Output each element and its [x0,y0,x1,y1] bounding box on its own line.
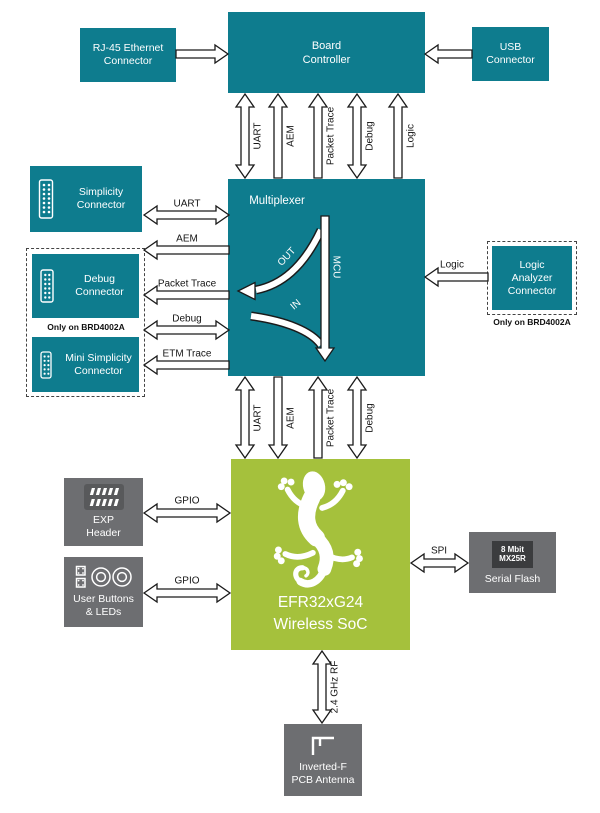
bus-label-aem-left: AEM [176,233,198,245]
label-line: MX25R [499,554,526,563]
label-line: Connector [76,199,126,211]
label-line: Serial Flash [484,572,541,585]
multiplexer-box [228,179,425,376]
arrow-uart-mux-soc [234,375,256,460]
bus-label-gpio-buttons: GPIO [174,575,200,587]
label-line: EXP [92,514,114,526]
bus-label-gpio-exp: GPIO [174,495,200,507]
exp-header-icon [83,484,124,510]
arrow-ptrace-mux-soc [307,375,329,459]
mux-mcu-label: MCU [330,255,342,279]
usb-connector-box: USB Connector [472,27,549,81]
label-line: Connector [103,55,153,67]
label-line: Connector [74,364,123,377]
pin-header-icon [40,269,54,303]
arrow-usb-to-board-controller [423,43,473,65]
label-line: Board [311,39,342,52]
simplicity-connector-box: Simplicity Connector [30,166,142,232]
inverted-f-antenna-icon [311,736,334,755]
arrow-logic-analyzer [423,266,489,288]
pin-header-icon [40,350,52,379]
bus-label-packet-trace-left: Packet Trace [157,278,217,290]
exp-header-box: EXP Header [64,478,143,546]
bus-label-aem-bottom: AEM [285,407,297,429]
label-line: Debug [84,273,115,285]
bus-label-packet-trace-top: Packet Trace [325,106,337,166]
label-line: RJ-45 Ethernet [92,42,164,54]
board-controller-box: Board Controller [228,12,425,93]
bus-label-aem-top: AEM [285,125,297,147]
bus-label-uart-bottom: UART [252,404,264,432]
label-line: Connector [75,286,124,298]
bus-label-uart-left: UART [173,198,201,210]
arrow-rf-antenna [311,649,333,725]
arrow-debug-mux-soc [346,375,368,460]
bus-label-debug-top: Debug [364,121,376,151]
soc-title: EFR32xG24 Wireless SoC [231,592,410,636]
pcb-antenna-box: Inverted-F PCB Antenna [284,724,362,796]
arrow-aem-bc-mux [267,92,289,179]
bus-label-spi: SPI [430,545,448,557]
arrow-aem-mux-soc [267,376,289,460]
arrow-logic-bc-mux [387,92,409,179]
label-line: Mini Simplicity [65,351,132,364]
bus-label-logic-top: Logic [405,124,417,148]
label-line: Connector [486,54,535,66]
label-line: USB [499,41,522,53]
bus-label-uart-top: UART [252,122,264,150]
user-buttons-leds-box: User Buttons & LEDs [64,557,143,627]
arrow-spi-serial-flash [409,552,470,574]
debug-connector-box: Debug Connector [32,254,139,318]
label-line: & LEDs [85,606,122,618]
label-line: Connector [507,284,557,297]
buttons-leds-icon [75,565,132,588]
label-line: Inverted-F [299,761,347,773]
bus-label-packet-trace-bottom: Packet Trace [325,388,337,448]
label-line: EFR32xG24 [277,594,364,611]
bus-label-debug-bottom: Debug [364,403,376,433]
serial-flash-box: 8 Mbit MX25R Serial Flash [469,532,556,593]
label-line: 8 Mbit [500,544,525,554]
only-on-brd4002a-note-right: Only on BRD4002A [493,317,571,327]
mini-simplicity-connector-box: Mini Simplicity Connector [32,337,139,392]
only-on-brd4002a-note-left: Only on BRD4002A [47,322,125,332]
label-line: User Buttons [73,593,134,605]
flash-chip-label: 8 Mbit MX25R [492,540,533,568]
bus-label-debug-left: Debug [172,313,202,325]
arrow-uart-bc-mux [234,92,256,180]
arrow-rj45-to-board-controller [175,43,230,65]
logic-analyzer-connector-box: Logic Analyzer Connector [492,246,572,310]
label-line: Wireless SoC [273,616,368,633]
arrow-gpio-exp-header [142,502,232,524]
bus-label-etm-trace: ETM Trace [162,348,212,360]
multiplexer-title: Multiplexer [249,195,305,207]
pin-header-icon [38,179,54,219]
label-line: Logic [519,258,545,271]
label-line: Simplicity [78,186,124,198]
label-line: Header [86,527,121,539]
rj45-ethernet-connector-box: RJ-45 Ethernet Connector [80,28,176,82]
label-line: Analyzer [511,271,553,284]
arrow-ptrace-bc-mux [307,92,329,179]
bus-label-logic-right: Logic [440,259,464,271]
bus-label-rf: 2.4 GHz RF [329,660,341,714]
arrow-debug-bc-mux [346,92,368,180]
label-line: Controller [302,53,351,66]
label-line: PCB Antenna [291,774,355,786]
arrow-gpio-user-buttons [142,582,232,604]
